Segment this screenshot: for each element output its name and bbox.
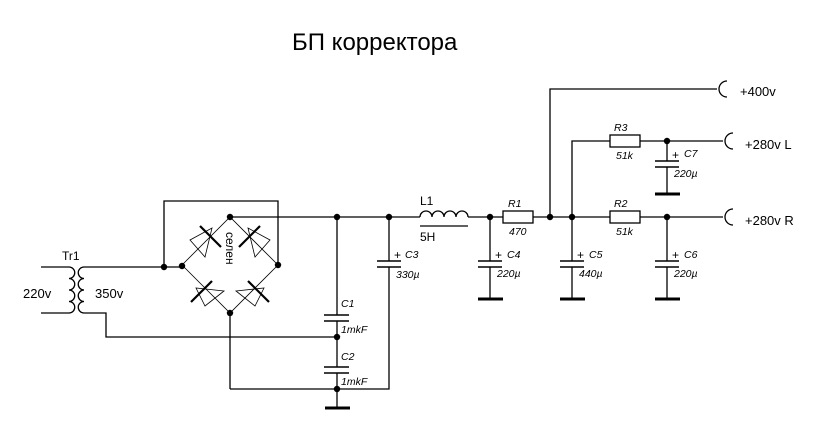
c7-plus: + xyxy=(672,148,679,162)
output-label-280v-r: +280v R xyxy=(745,213,794,228)
resistor-r2: R2 51k xyxy=(609,198,641,238)
output-terminal-280v-l xyxy=(724,132,734,150)
capacitor-c3: + C3 330µ xyxy=(337,217,420,390)
l1-ref: L1 xyxy=(420,194,434,208)
c4-plus: + xyxy=(495,248,502,262)
output-label-280v-l: +280v L xyxy=(745,137,792,152)
secondary-winding xyxy=(77,266,85,314)
c7-ref: C7 xyxy=(684,148,699,160)
c1-ref: C1 xyxy=(341,298,354,310)
c4-ref: C4 xyxy=(507,249,521,261)
r1-ref: R1 xyxy=(508,198,521,210)
c2-ref: C2 xyxy=(341,351,355,363)
diode-icon xyxy=(238,225,271,258)
capacitor-c2: C2 1mkF xyxy=(324,351,368,408)
c3-value: 330µ xyxy=(396,269,420,281)
diagram-title: БП корректора xyxy=(292,29,458,56)
primary-voltage-label: 220v xyxy=(23,286,52,301)
r2-ref: R2 xyxy=(614,198,628,210)
output-label-400v: +400v xyxy=(740,84,776,99)
r3-ref: R3 xyxy=(614,122,628,134)
secondary-voltage-label: 350v xyxy=(95,286,124,301)
diode-icon xyxy=(189,225,222,258)
c5-plus: + xyxy=(577,248,584,262)
capacitor-c6: + C6 220µ xyxy=(655,217,698,301)
l1-value: 5H xyxy=(420,230,435,244)
capacitor-c4: + C4 220µ xyxy=(478,217,521,301)
c3-plus: + xyxy=(394,248,401,262)
diode-icon xyxy=(190,280,226,307)
c5-ref: C5 xyxy=(589,249,603,261)
c6-plus: + xyxy=(672,248,679,262)
output-terminal-400v xyxy=(718,80,728,98)
c7-value: 220µ xyxy=(673,168,698,180)
capacitor-c7: + C7 220µ xyxy=(655,141,699,196)
output-terminal-280v-r xyxy=(724,208,734,226)
c4-value: 220µ xyxy=(496,268,521,280)
c5-value: 440µ xyxy=(579,268,603,280)
resistor-r1: R1 470 xyxy=(502,198,534,238)
c2-value: 1mkF xyxy=(341,376,368,388)
c1-value: 1mkF xyxy=(341,324,368,336)
r1-value: 470 xyxy=(509,226,527,238)
c3-ref: C3 xyxy=(405,249,419,261)
inductor-l1: L1 5H xyxy=(419,194,469,244)
primary-winding xyxy=(68,266,76,314)
tr1-label: Tr1 xyxy=(62,249,80,263)
diode-icon xyxy=(234,280,270,307)
transformer-tr1: Tr1 220v 350v xyxy=(23,249,337,338)
capacitor-c5: + C5 440µ xyxy=(560,217,603,301)
capacitor-c1: C1 1mkF xyxy=(324,217,368,367)
r2-value: 51k xyxy=(616,226,634,238)
r3-value: 51k xyxy=(616,150,634,162)
c6-value: 220µ xyxy=(673,268,698,280)
bridge-label: селен xyxy=(223,232,237,265)
c6-ref: C6 xyxy=(684,249,698,261)
resistor-r3: R3 51k xyxy=(609,122,641,162)
bridge-rectifier: селен xyxy=(160,200,337,390)
